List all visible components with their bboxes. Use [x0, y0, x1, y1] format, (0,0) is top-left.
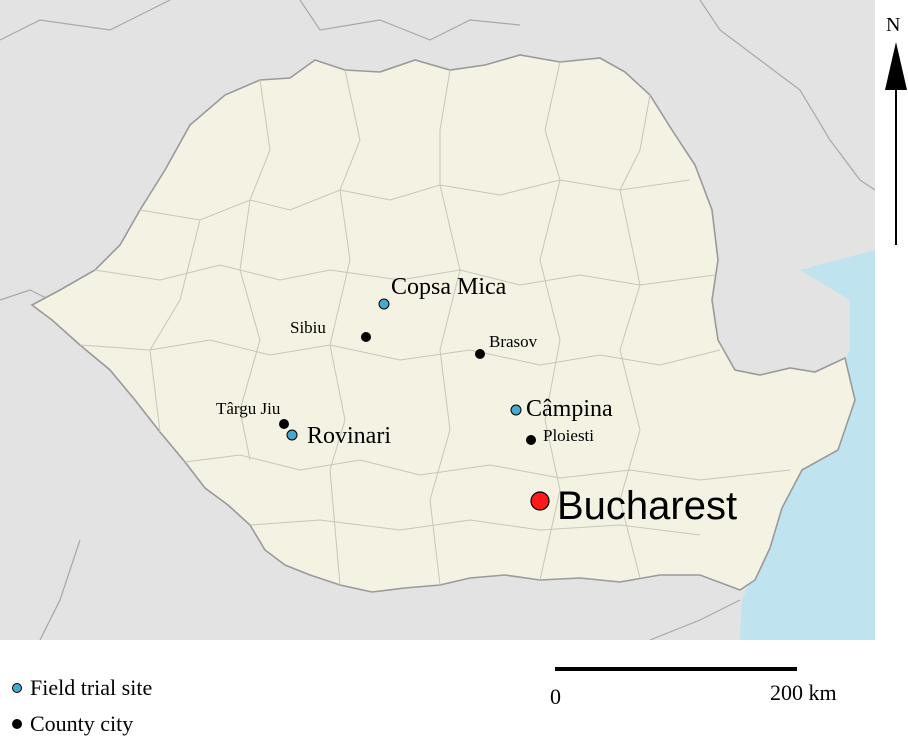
romania-territory: [30, 54, 856, 593]
city-marker-ploiesti[interactable]: [526, 435, 536, 445]
site-marker-campina[interactable]: [510, 404, 522, 416]
site-marker-copsa-mica[interactable]: [378, 298, 390, 310]
county-cities: [279, 332, 536, 445]
map-canvas: Copsa Mica Sibiu Brasov Târgu Jiu Rovina…: [0, 0, 875, 640]
city-marker-targu-jiu[interactable]: [279, 419, 289, 429]
label-rovinari: Rovinari: [307, 423, 391, 449]
city-marker-sibiu[interactable]: [361, 332, 371, 342]
scale-bar: [555, 667, 797, 671]
label-copsa-mica: Copsa Mica: [391, 274, 507, 300]
county-city-dot-icon: [12, 719, 22, 729]
scale-end-label: 200 km: [770, 680, 837, 705]
county-borders: [79, 61, 791, 586]
north-label: N: [886, 14, 901, 36]
city-marker-brasov[interactable]: [475, 349, 485, 359]
legend-field-site: Field trial site: [12, 675, 152, 701]
scale-start-label: 0: [550, 684, 561, 709]
legend-county-city: County city: [12, 711, 133, 737]
capital-marker[interactable]: [530, 491, 550, 511]
label-ploiesti: Ploiesti: [543, 426, 594, 445]
field-sites: [286, 298, 522, 441]
site-marker-rovinari[interactable]: [286, 429, 298, 441]
north-arrow-icon: [885, 42, 907, 245]
label-sibiu: Sibiu: [290, 318, 326, 337]
label-targu-jiu: Târgu Jiu: [216, 399, 281, 418]
legend-field-site-label: Field trial site: [30, 675, 153, 700]
field-site-dot-icon: [12, 683, 22, 693]
neighbor-borders: [0, 0, 875, 640]
legend-county-city-label: County city: [30, 711, 134, 736]
label-brasov: Brasov: [489, 332, 538, 351]
label-bucharest: Bucharest: [557, 484, 737, 528]
label-campina: Câmpina: [526, 396, 613, 422]
